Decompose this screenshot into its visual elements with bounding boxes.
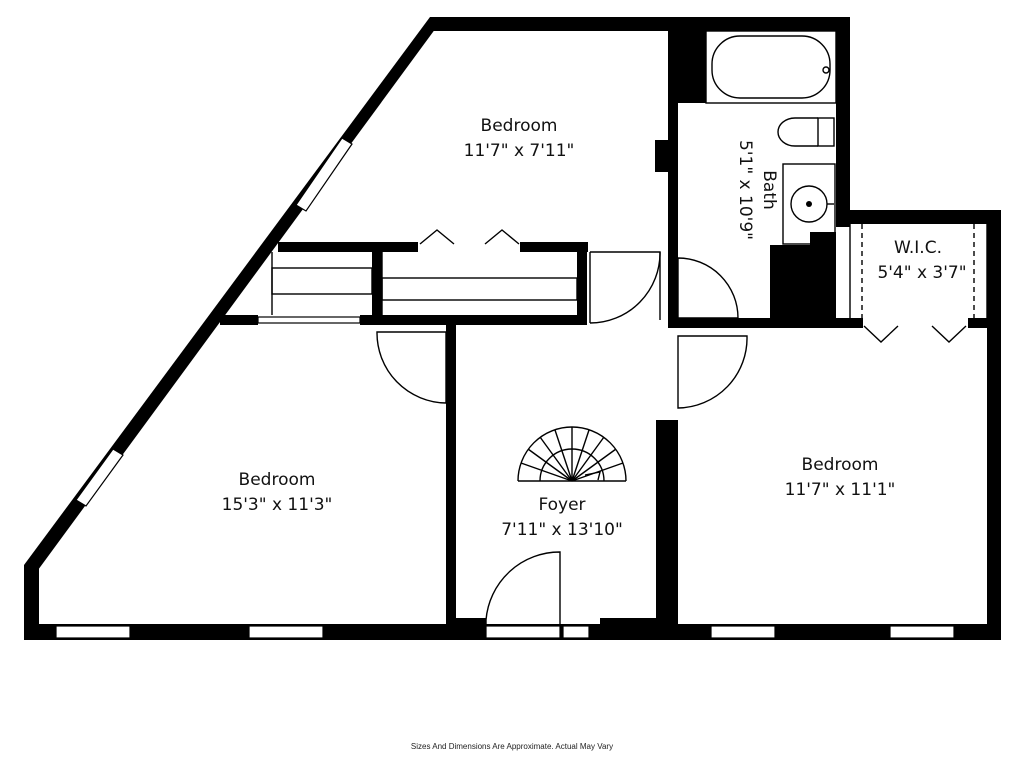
- bedroom-right-dims: 11'7" x 11'1": [785, 480, 896, 500]
- window-diag-bottom: [75, 448, 124, 507]
- bedroom-left-dims: 15'3" x 11'3": [222, 495, 333, 515]
- window-left-2: [248, 625, 324, 639]
- room-labels: Bedroom 11'7" x 7'11" Bath 5'1" x 10'9" …: [222, 116, 967, 540]
- wic-name: W.I.C.: [894, 238, 942, 258]
- vanity: [782, 163, 836, 245]
- bedroom-top-name: Bedroom: [481, 116, 558, 136]
- foyer-dims: 7'11" x 13'10": [501, 520, 623, 540]
- interior-walls: [220, 31, 988, 630]
- spiral-stair: [517, 426, 627, 482]
- bath-dims: 5'1" x 10'9": [735, 140, 755, 240]
- window-right-1: [710, 625, 776, 639]
- doors: [376, 251, 748, 624]
- wic-dims: 5'4" x 3'7": [877, 263, 966, 283]
- bath-fixtures: [705, 30, 837, 245]
- bathtub: [711, 35, 831, 99]
- outer-walls: [24, 17, 1001, 640]
- disclaimer: Sizes And Dimensions Are Approximate. Ac…: [411, 742, 613, 751]
- opening-left-bedroom: [257, 316, 361, 324]
- toilet: [777, 117, 818, 147]
- window-right-2: [889, 625, 955, 639]
- window-foyer-small: [562, 625, 590, 639]
- windows: [55, 137, 955, 639]
- bedroom-top-dims: 11'7" x 7'11": [464, 141, 575, 161]
- foyer-name: Foyer: [538, 495, 585, 515]
- bedroom-left-name: Bedroom: [239, 470, 316, 490]
- window-foyer: [485, 625, 561, 639]
- window-left-1: [55, 625, 131, 639]
- window-diag-top: [295, 137, 353, 212]
- bath-name: Bath: [759, 170, 779, 210]
- closets: [271, 224, 988, 343]
- bedroom-right-name: Bedroom: [802, 455, 879, 475]
- toilet-tank: [817, 117, 835, 147]
